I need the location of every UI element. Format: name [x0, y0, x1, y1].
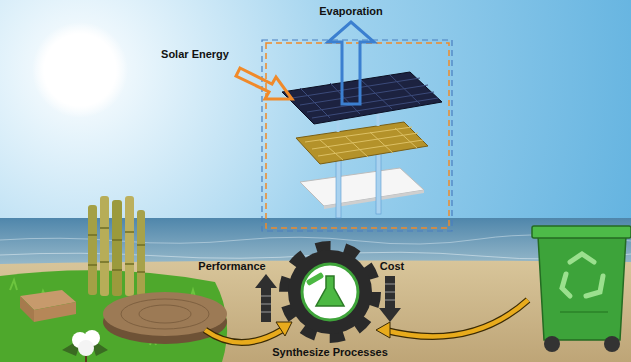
bamboo	[88, 196, 145, 296]
bamboo-part	[125, 196, 134, 296]
cotton-part	[78, 340, 94, 356]
bamboo-part	[137, 210, 145, 296]
recycle-bin-part-part	[562, 274, 570, 296]
recycle-bin-part	[562, 254, 603, 296]
performance-label: Performance	[198, 260, 265, 273]
gear	[286, 248, 374, 336]
recycle-bin-part-part	[586, 276, 603, 296]
gear-part	[302, 264, 358, 320]
solar-arrow	[236, 68, 292, 99]
cost-label: Cost	[380, 260, 404, 273]
curved-arrows-part	[384, 300, 528, 337]
recycle-bin-part-part	[570, 254, 594, 262]
bamboo-part	[88, 205, 97, 295]
process-label: Synthesize Processes	[272, 346, 388, 359]
absorber-layer-part	[292, 75, 438, 118]
bamboo-part	[112, 200, 122, 296]
cotton-part	[62, 338, 108, 356]
bamboo-part	[100, 196, 109, 296]
evaporator-box-part	[266, 43, 449, 228]
absorber-layer-part	[282, 72, 442, 124]
recycle-bin-part	[538, 236, 626, 340]
curved-arrows-part	[205, 330, 282, 343]
substrate-layer	[300, 168, 424, 209]
evaporation-arrow-part	[328, 22, 374, 104]
channel-arrows-part	[377, 112, 380, 126]
cotton-part	[85, 356, 87, 362]
cork-block	[20, 290, 76, 322]
evaporation-arrow	[328, 22, 374, 104]
gear-part	[288, 250, 372, 334]
cost-arrow-part	[385, 276, 395, 310]
support-layer	[296, 122, 428, 164]
evaporation-label: Evaporation	[319, 5, 383, 18]
performance-arrow-part	[261, 296, 271, 312]
solar-arrow-part	[236, 68, 292, 99]
sky-part	[32, 22, 128, 118]
gear-part	[316, 276, 344, 306]
wood-slice-part	[121, 299, 209, 329]
support-layer-part	[296, 122, 428, 164]
recycle-bin-part	[532, 226, 631, 238]
wood-slice-part	[139, 305, 191, 323]
absorber-layer	[282, 72, 442, 124]
cost-arrow-part	[385, 284, 395, 300]
performance-arrow	[255, 274, 277, 322]
curved-arrows-part	[205, 330, 282, 343]
cork-block-part	[34, 302, 76, 322]
performance-arrow-part	[255, 274, 277, 288]
bamboo-part	[88, 228, 145, 272]
cotton	[62, 330, 108, 362]
gear-part	[306, 272, 325, 286]
curved-arrows-part	[384, 300, 528, 337]
evaporator-box	[262, 40, 452, 231]
curved-arrows-part	[376, 322, 390, 338]
recycle-bin-part	[560, 311, 608, 313]
recycle-bin	[532, 226, 631, 352]
support-layer-part	[305, 127, 423, 160]
cork-block-part	[20, 296, 34, 322]
recycle-bin-part	[604, 336, 620, 352]
gear-part	[286, 248, 374, 336]
curved-arrows-part	[276, 322, 292, 336]
cost-arrow-part	[379, 308, 401, 322]
evaporator-box-part	[262, 40, 452, 231]
recycle-bin-part	[544, 336, 560, 352]
solar-energy-label: Solar Energy	[161, 48, 229, 61]
performance-arrow-part	[261, 286, 271, 322]
cost-arrow	[379, 276, 401, 322]
